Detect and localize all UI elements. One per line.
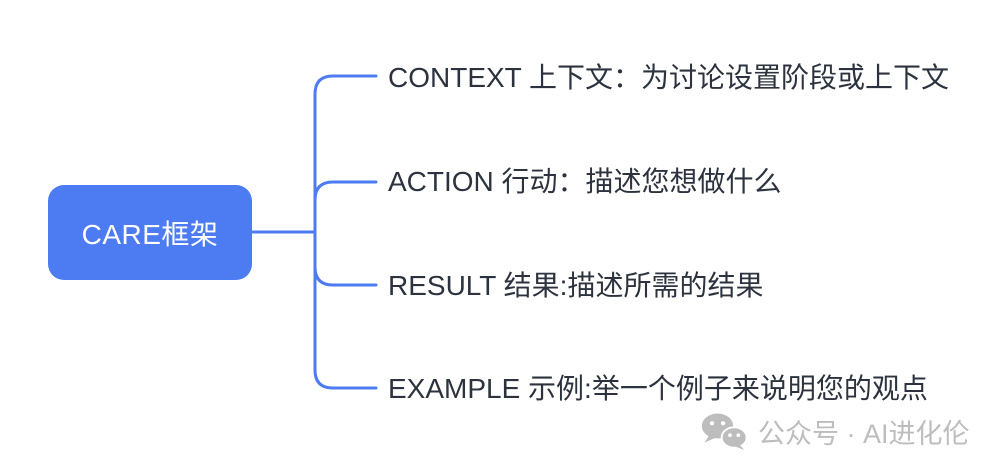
connector-branch-3: [313, 230, 378, 287]
watermark-text: 公众号 · AI进化伦: [758, 418, 970, 449]
root-node-label: CARE框架: [81, 218, 219, 250]
watermark: 公众号 · AI进化伦: [700, 413, 970, 450]
branch-example: EXAMPLE 示例:举一个例子来说明您的观点: [388, 373, 928, 404]
root-node: CARE框架: [48, 185, 252, 280]
wechat-icon: [701, 413, 748, 450]
connector-branch-4: [313, 230, 378, 390]
branch-result: RESULT 结果:描述所需的结果: [388, 270, 764, 301]
branch-action: ACTION 行动：描述您想做什么: [388, 166, 782, 197]
branch-context: CONTEXT 上下文：为讨论设置阶段或上下文: [388, 62, 950, 93]
connector-branch-1: [313, 74, 378, 234]
connector-branch-2: [313, 180, 378, 234]
